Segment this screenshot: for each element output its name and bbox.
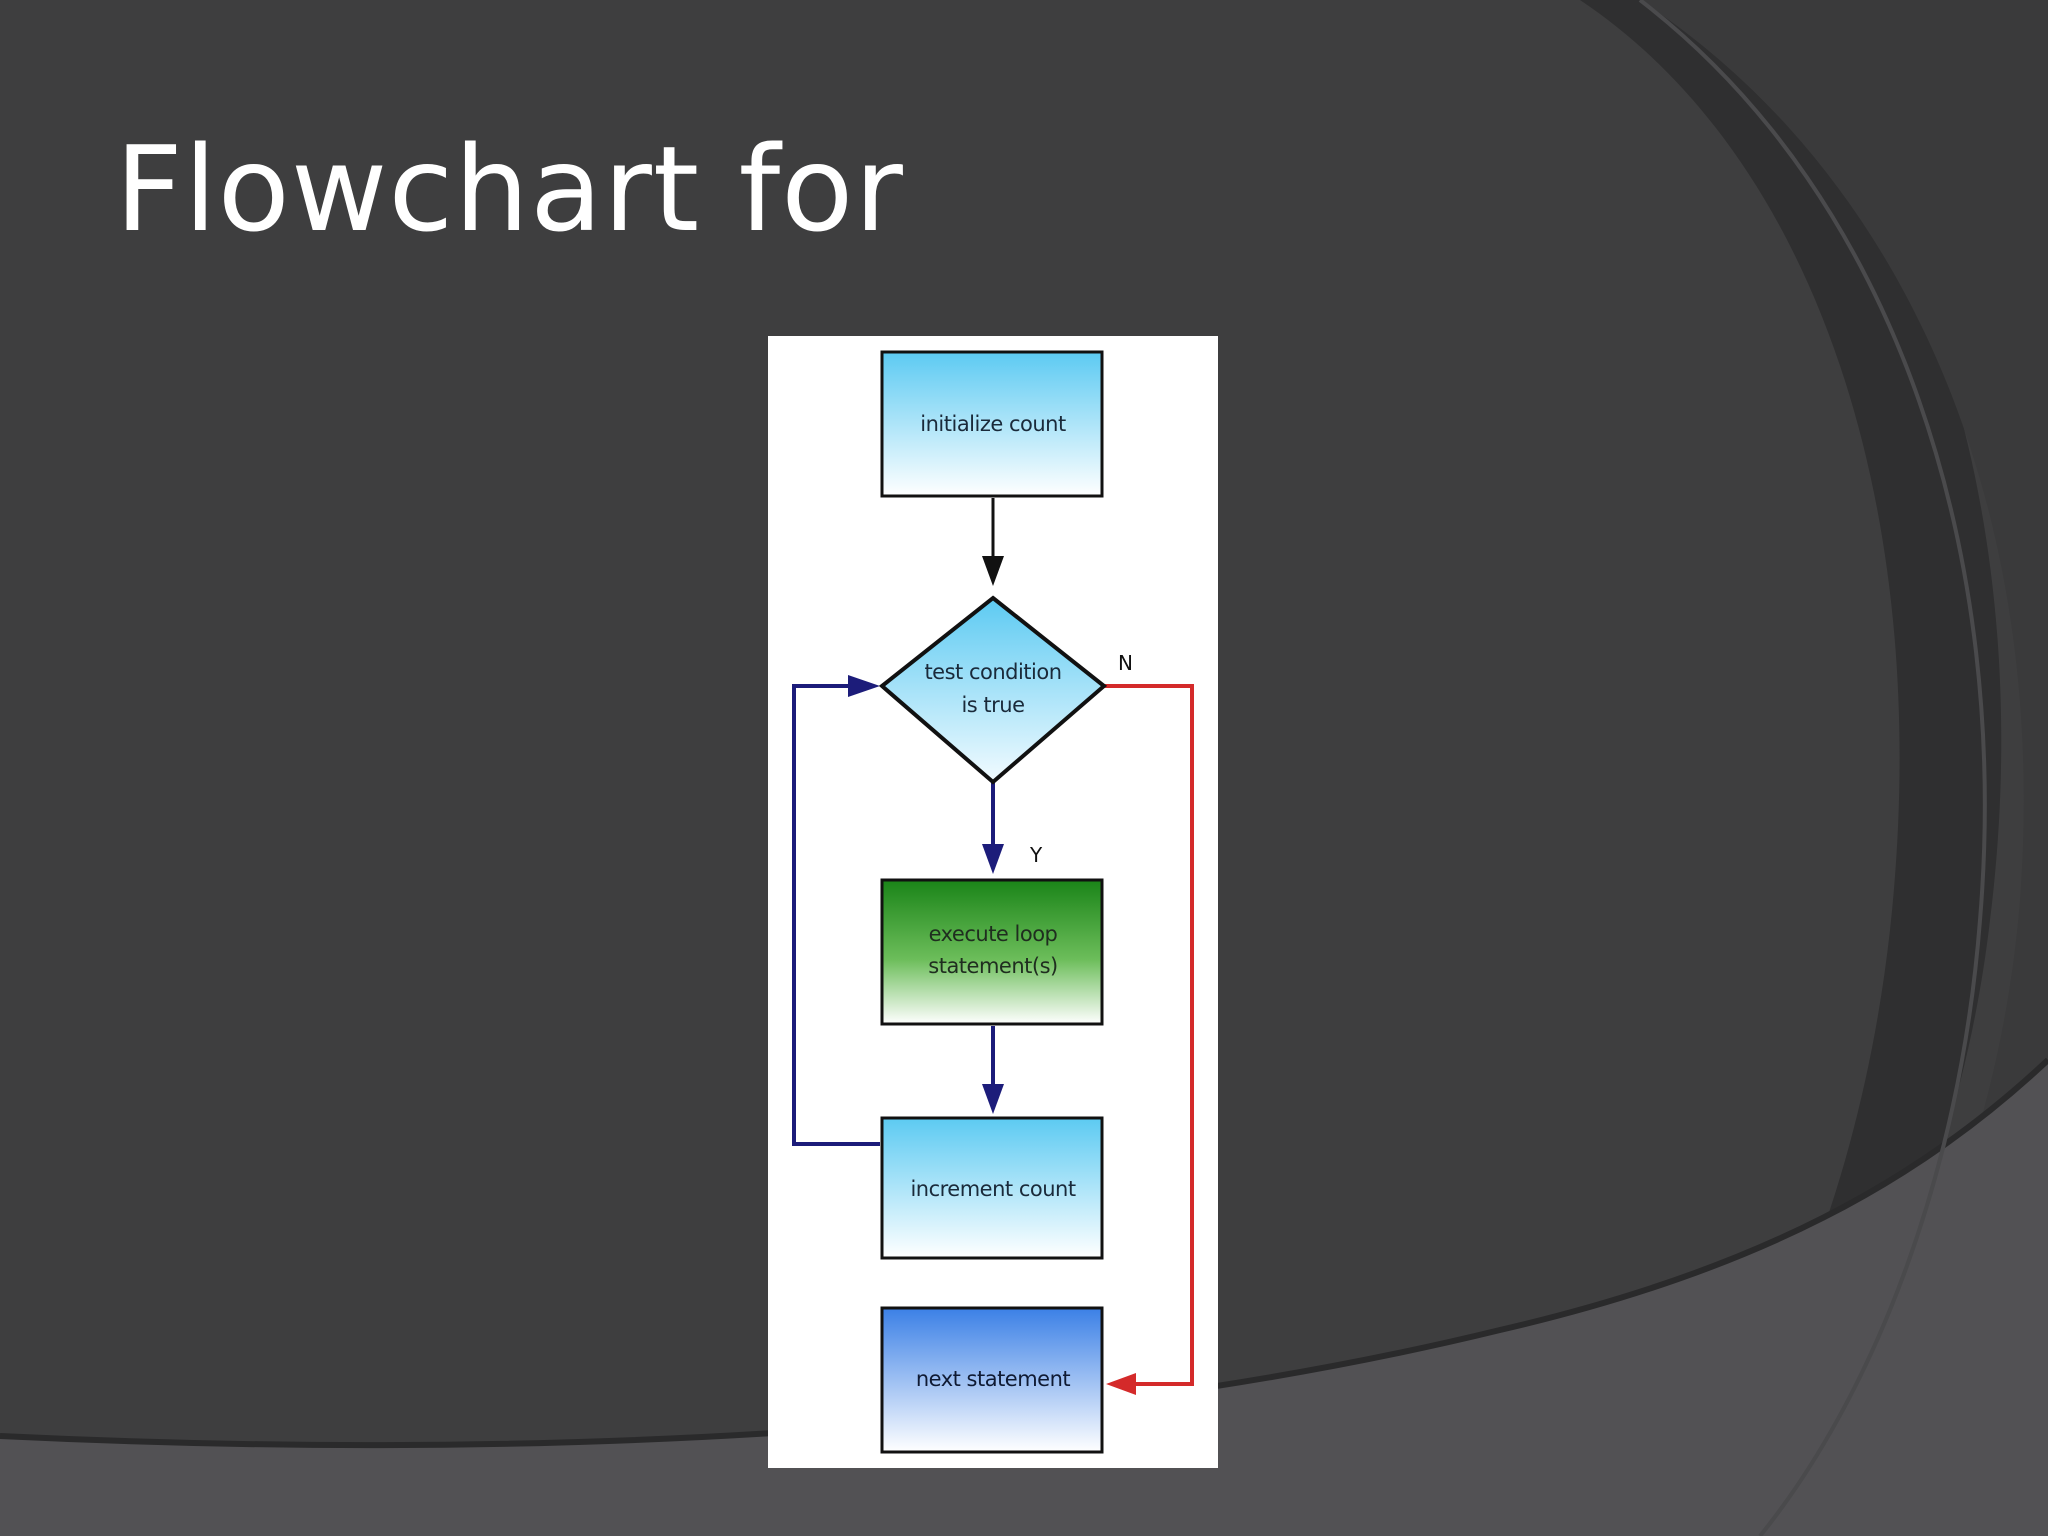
- node-execute-line1: execute loop: [929, 922, 1058, 946]
- node-execute-loop: execute loop statement(s): [880, 878, 1104, 1026]
- branch-label-yes: Y: [1029, 843, 1043, 867]
- node-increment-count: increment count: [880, 1116, 1104, 1260]
- node-test-condition: test condition is true: [878, 595, 1108, 785]
- node-execute-line2: statement(s): [928, 954, 1057, 978]
- node-condition-line2: is true: [961, 693, 1024, 717]
- node-condition-line1: test condition: [924, 660, 1061, 684]
- node-initialize-label: initialize count: [920, 412, 1066, 436]
- node-initialize-count: initialize count: [880, 350, 1104, 498]
- arrow-initialize-to-condition: [982, 498, 1004, 586]
- arrow-exit-to-next: [1104, 684, 1194, 1395]
- flowchart-panel: initialize count test condition is true …: [768, 336, 1218, 1468]
- branch-label-no: N: [1118, 651, 1133, 675]
- arrow-execute-to-increment: [982, 1026, 1004, 1114]
- node-next-label: next statement: [916, 1367, 1071, 1391]
- slide-title: Flowchart for: [115, 120, 904, 258]
- arrow-condition-to-execute: [982, 782, 1004, 874]
- node-increment-label: increment count: [910, 1177, 1075, 1201]
- flowchart-diagram: initialize count test condition is true …: [792, 350, 1194, 1454]
- node-next-statement: next statement: [880, 1306, 1104, 1454]
- arrow-loop-back: [792, 675, 880, 1146]
